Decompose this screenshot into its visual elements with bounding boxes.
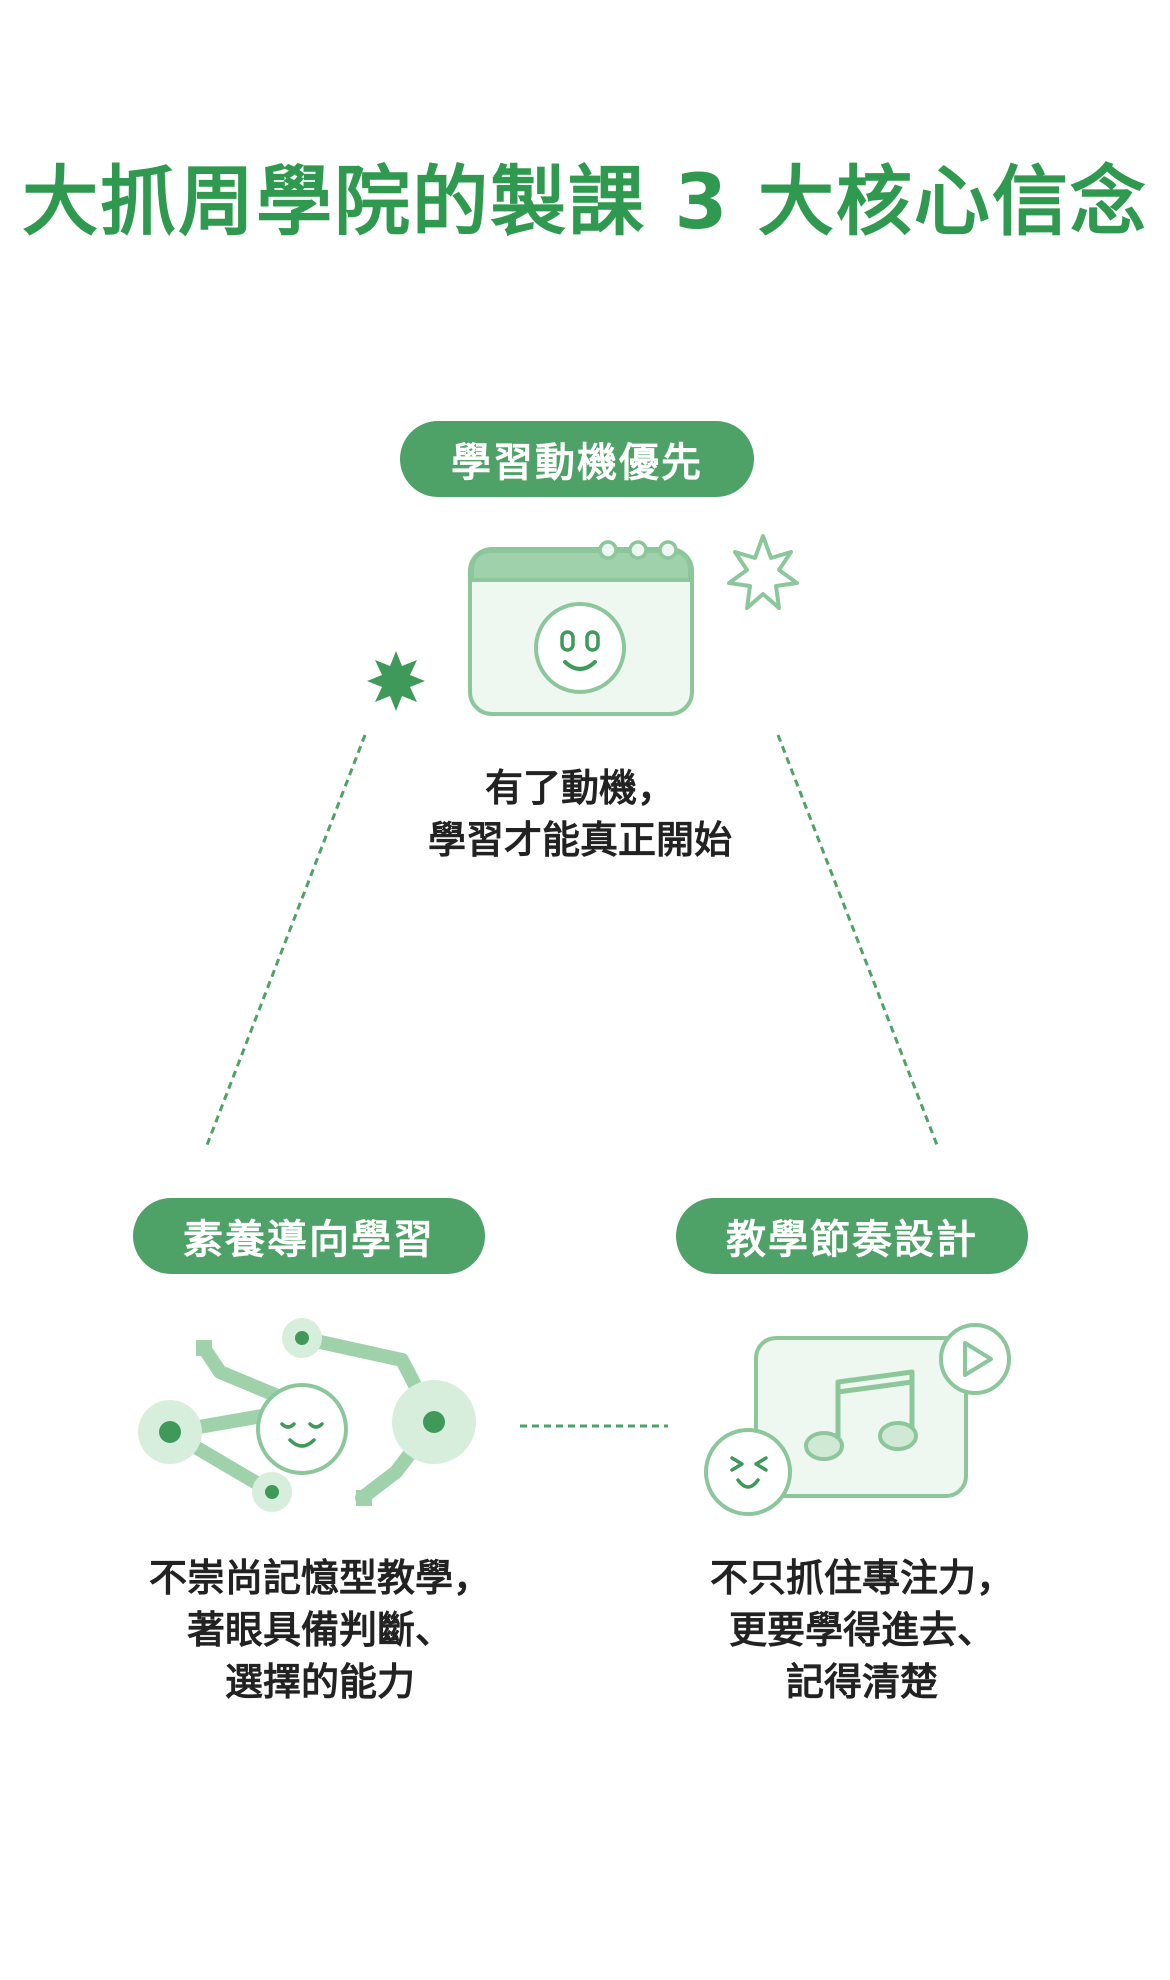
description-line: 學習才能真正開始 xyxy=(427,818,732,862)
description-line: 不只抓住專注力， xyxy=(709,1556,1014,1600)
belief-description-motivation: 有了動機， 學習才能真正開始 xyxy=(330,762,830,866)
play-button-icon xyxy=(939,1323,1011,1395)
belief-description-pacing: 不只抓住專注力， 更要學得進去、 記得清楚 xyxy=(652,1552,1072,1708)
music-note-icon xyxy=(804,1369,918,1461)
page-title: 大抓周學院的製課 3 大核心信念 xyxy=(22,157,1148,246)
description-line: 不崇尚記憶型教學， xyxy=(148,1556,491,1600)
belief-label-pacing: 教學節奏設計 xyxy=(676,1198,1028,1274)
belief-description-competency: 不崇尚記憶型教學， 著眼具備判斷、 選擇的能力 xyxy=(110,1552,530,1708)
description-line: 記得清楚 xyxy=(785,1660,938,1704)
sparkle-outline-icon xyxy=(727,534,799,610)
connector-top-left xyxy=(205,734,367,1146)
sparkle-solid-icon xyxy=(367,651,425,711)
belief-label-competency: 素養導向學習 xyxy=(133,1198,485,1274)
description-line: 著眼具備判斷、 xyxy=(186,1608,453,1652)
belief-label-motivation: 學習動機優先 xyxy=(400,421,754,497)
description-line: 有了動機， xyxy=(484,766,675,810)
description-line: 更要學得進去、 xyxy=(728,1608,995,1652)
connector-top-right xyxy=(776,734,939,1146)
description-line: 選擇的能力 xyxy=(224,1660,415,1704)
